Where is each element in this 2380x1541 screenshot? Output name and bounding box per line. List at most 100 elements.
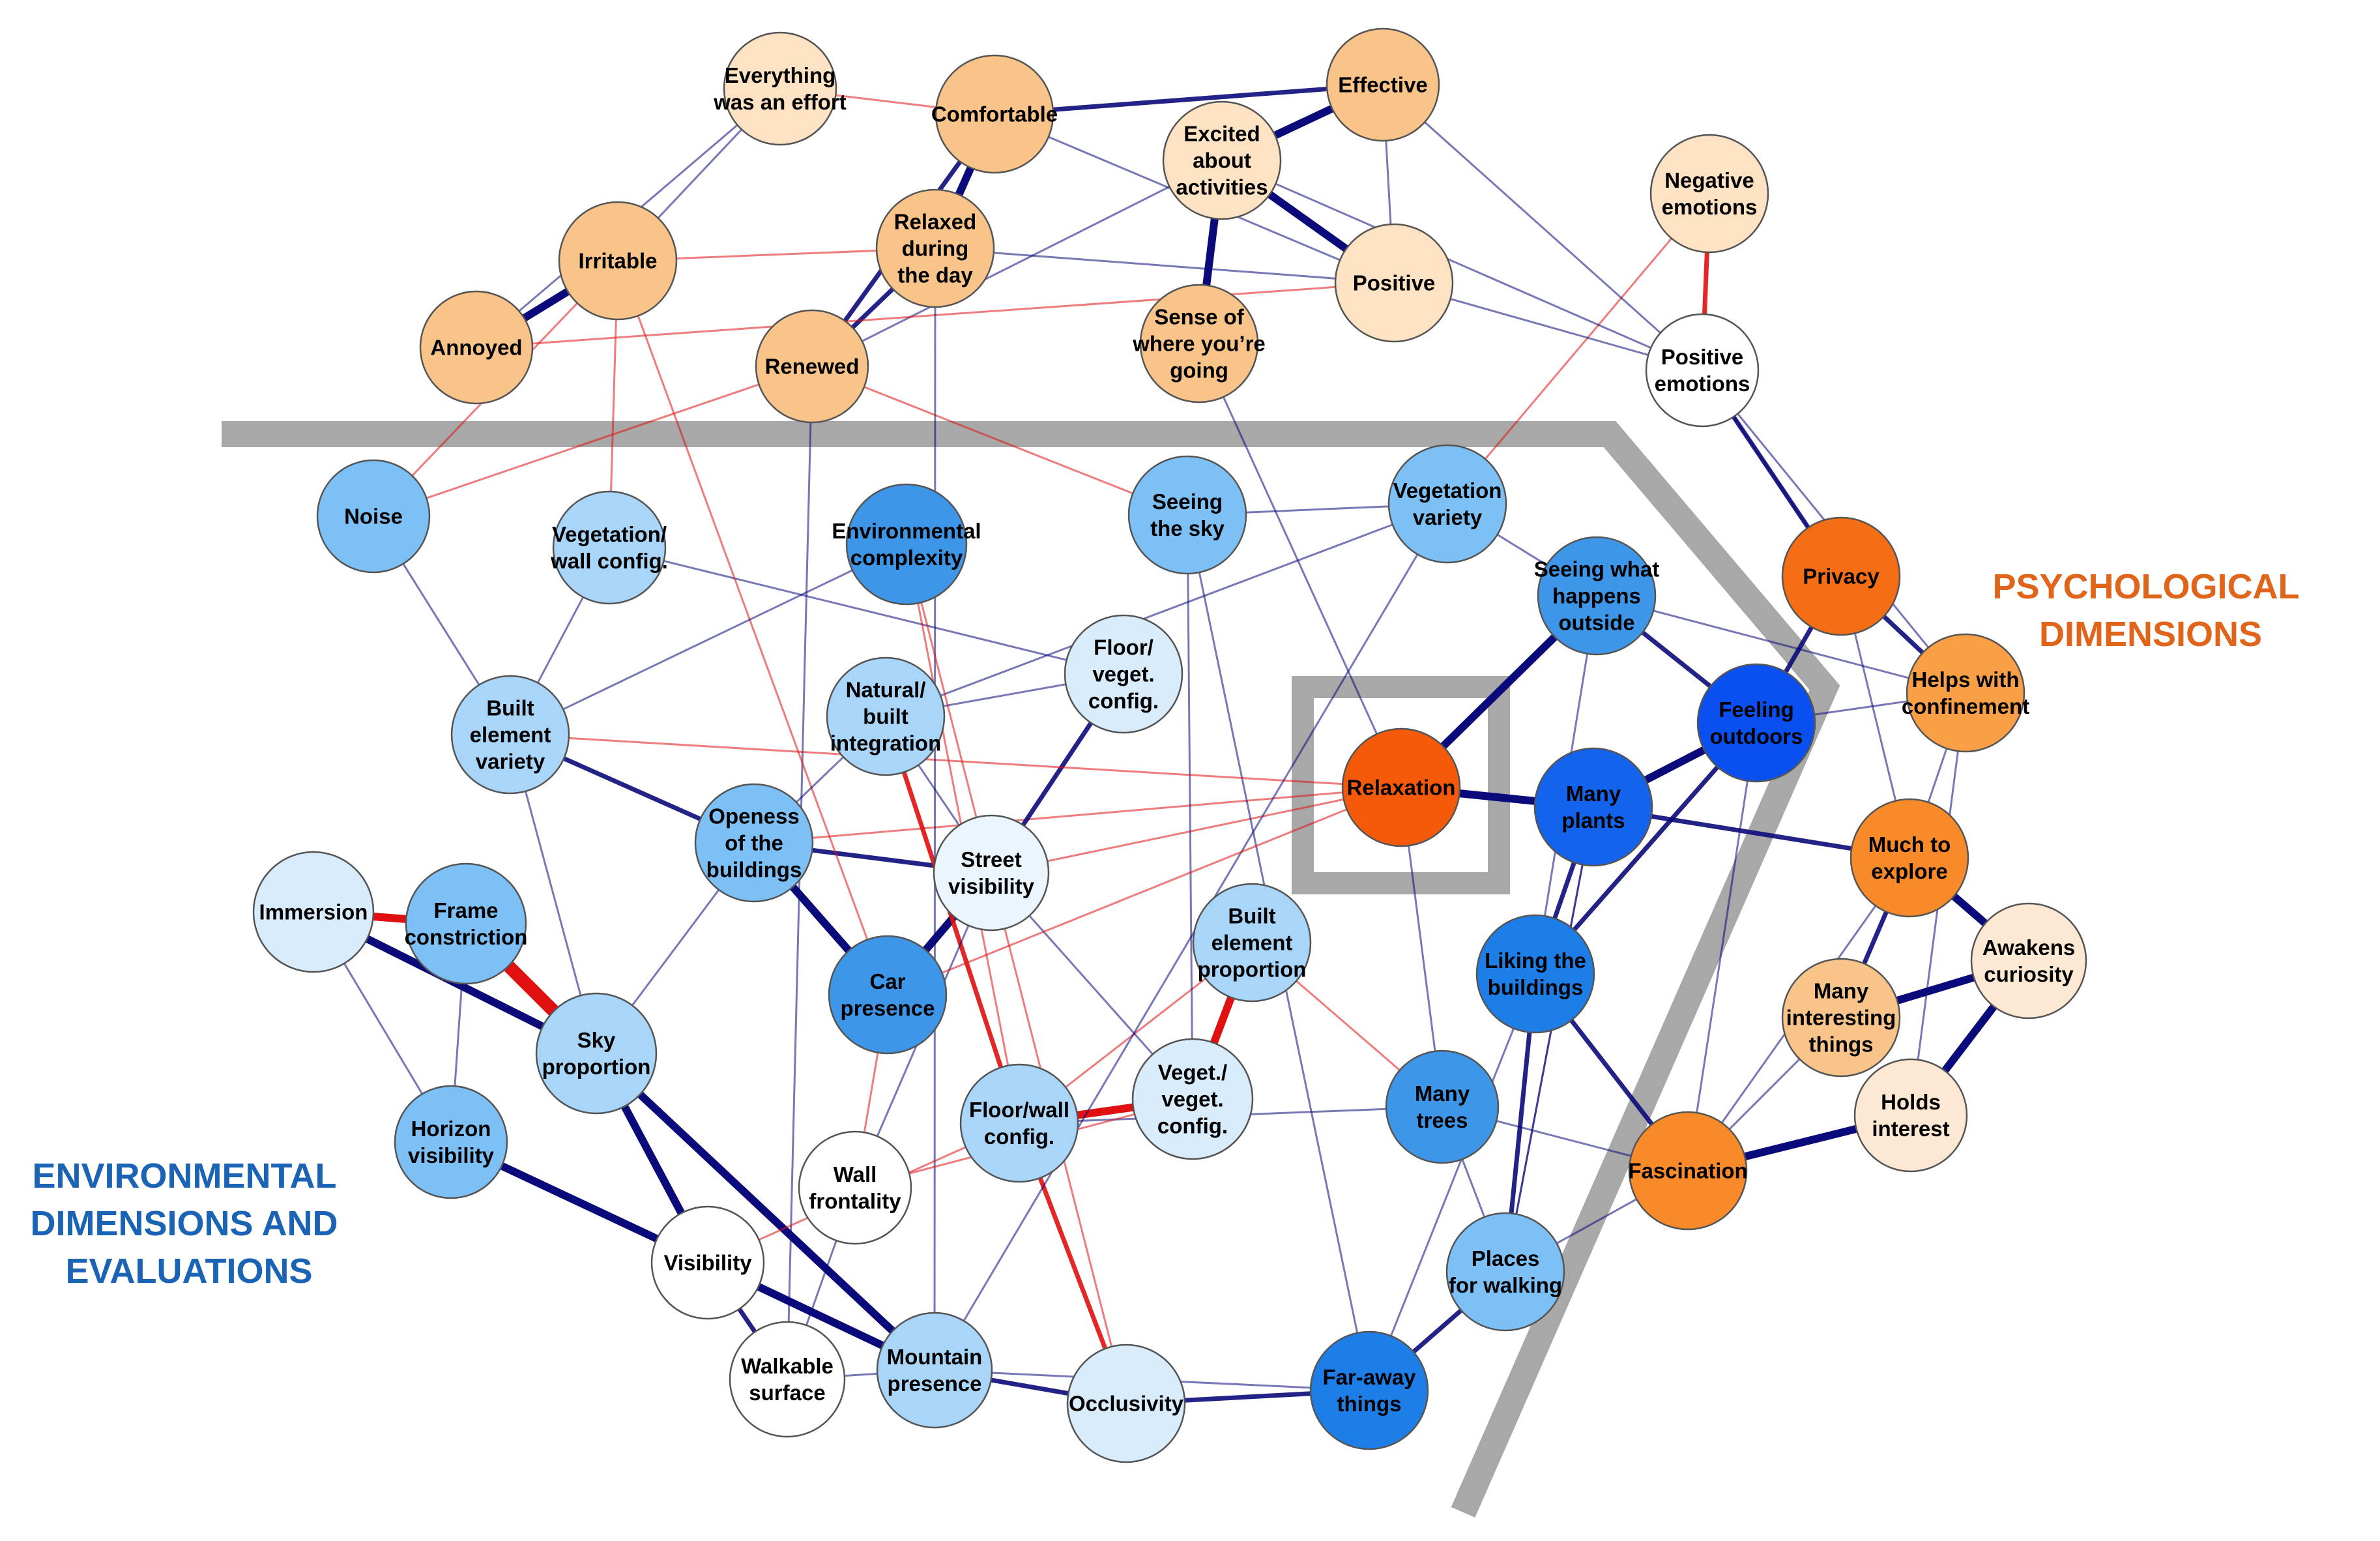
node-circle (650, 1205, 765, 1320)
node-label-line: interest (1872, 1117, 1949, 1141)
node-label-line: Renewed (765, 355, 860, 379)
node-floorveg: Floor/veget.config. (1064, 614, 1183, 734)
psy-title-line-1: PSYCHOLOGICAL (1992, 567, 2299, 606)
env-title-line-1: ENVIRONMENTAL (32, 1156, 336, 1196)
edge-manyplants-places (1504, 806, 1595, 1273)
node-circle (1853, 1058, 1968, 1173)
node-label-line: Seeing (1152, 490, 1223, 514)
node-label: Relaxation (1347, 776, 1456, 800)
node-label: Fascination (1628, 1159, 1747, 1183)
node-label-line: Car (869, 969, 905, 993)
node-positive: Positive (1334, 223, 1454, 343)
node-label-line: variety (1413, 505, 1483, 529)
node-label-line: interesting (1786, 1006, 1896, 1030)
node-circle (1970, 902, 2087, 1020)
node-circle (1696, 663, 1816, 783)
edge-natbuilt-floorwall (883, 714, 1022, 1126)
edge-relaxation-streetvis (990, 786, 1402, 874)
node-noise: Noise (316, 459, 431, 574)
edge-seeingout-helpsconf (1595, 594, 1967, 694)
node-label-line: Built (1228, 904, 1275, 928)
edge-senseofwhere-relaxation (1198, 342, 1402, 789)
node-label-line: Veget./ (1158, 1061, 1227, 1085)
node-label-line: Environmental (832, 519, 981, 543)
node-circle (828, 935, 948, 1055)
node-label-line: explore (1871, 859, 1947, 883)
node-circle (252, 851, 375, 973)
node-label: Renewed (765, 355, 860, 379)
node-label-line: Relaxation (1347, 776, 1456, 800)
node-circle (1649, 134, 1769, 254)
boundary-line (222, 421, 1840, 1518)
node-circle (1326, 27, 1440, 142)
node-label-line: Seeing what (1534, 557, 1660, 581)
node-label-line: variety (476, 750, 545, 774)
node-label-line: veget. (1161, 1087, 1223, 1111)
node-circle (1064, 614, 1183, 734)
node-label: Annoyed (430, 336, 522, 360)
node-label-line: Irritable (578, 249, 657, 273)
node-circle (826, 656, 946, 776)
node-label-line: outside (1558, 611, 1634, 635)
edge-comfortable-effective (992, 82, 1386, 117)
node-label: Car presence (841, 969, 935, 1020)
node-label-line: Floor/wall (969, 1098, 1069, 1122)
node-label: Irritable (578, 249, 657, 273)
node-annoyed: Annoyed (419, 290, 534, 405)
edge-vegvariety-natbuilt (884, 503, 1449, 718)
node-label-line: outdoors (1710, 724, 1803, 748)
edge-renewed-excited (811, 159, 1223, 368)
node-circle (798, 1130, 912, 1245)
node-circle (694, 783, 814, 903)
node-circle (1645, 313, 1760, 428)
node-circle (1850, 798, 1969, 918)
edge-noise-renewed (372, 365, 813, 518)
node-circle (1387, 444, 1507, 564)
node-fascination: Fascination (1628, 1111, 1748, 1231)
node-label-line: Many (1566, 782, 1621, 806)
node-label-line: of the (725, 831, 783, 855)
node-circle (1162, 100, 1282, 220)
edge-renewed-seeingsky (811, 365, 1189, 516)
node-label-line: Sky (577, 1028, 616, 1052)
edge-feelingout-fascination (1687, 722, 1758, 1172)
node-circle (729, 1321, 846, 1438)
node-circle (316, 459, 431, 574)
node-label-line: config. (984, 1124, 1054, 1149)
edge-vegvariety-mountain (933, 503, 1449, 1372)
psychological-dimensions-title: PSYCHOLOGICAL DIMENSIONS (1992, 567, 2308, 654)
node-circle (1131, 1038, 1254, 1160)
node-label-line: Awakens (1982, 935, 2075, 960)
node-effective: Effective (1326, 27, 1440, 142)
edge-envcomplex-builtvariety (509, 543, 908, 736)
edge-relaxedday-positive (934, 247, 1395, 284)
node-label-line: presence (841, 996, 935, 1020)
node-circle (1533, 747, 1653, 867)
node-occlusivity: Occlusivity (1066, 1343, 1186, 1463)
node-label-line: Everything (725, 63, 836, 87)
node-label-line: proportion (1198, 958, 1307, 982)
node-label: Vegetation/wall config. (550, 522, 668, 573)
